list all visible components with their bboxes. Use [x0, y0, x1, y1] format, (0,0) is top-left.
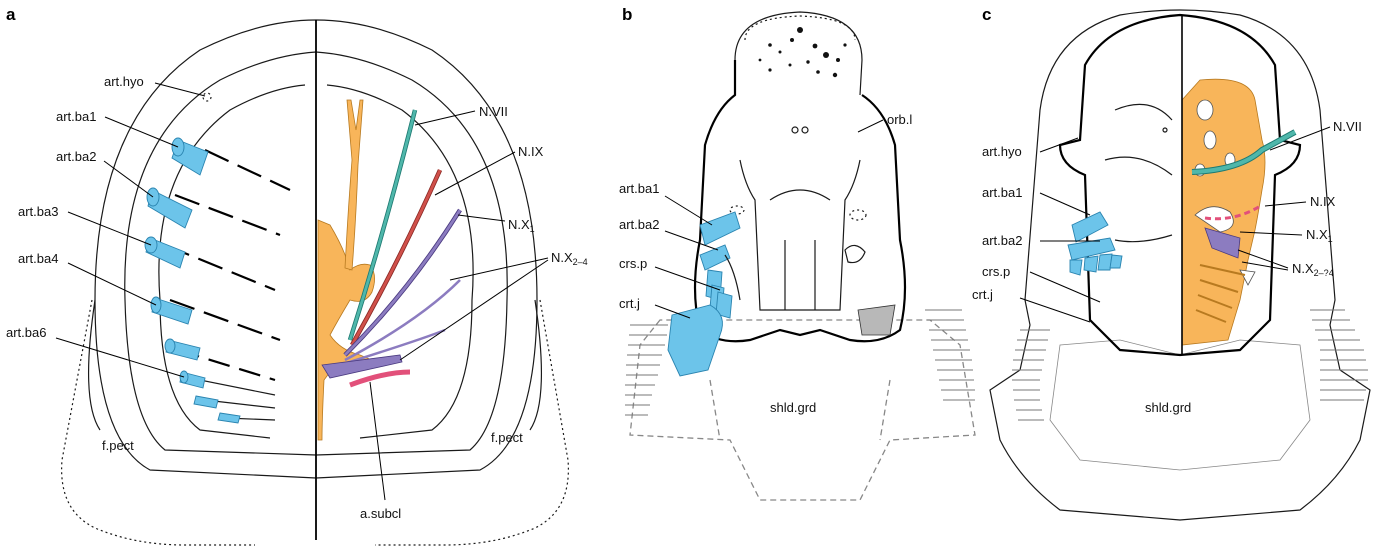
art-ba1-b: [700, 212, 740, 245]
panel-c-letter: c: [982, 5, 991, 24]
otic-right-b: [845, 245, 865, 262]
panel-c: c: [972, 5, 1370, 520]
a-subclavia: [350, 372, 410, 385]
label-art-ba1-a: art.ba1: [56, 109, 96, 124]
leader-orb-l: [858, 120, 883, 132]
label-shld-grd-b: shld.grd: [770, 400, 816, 415]
jaw-grey-b: [858, 305, 895, 335]
label-f-pect-left: f.pect: [102, 438, 134, 453]
label-art-ba1-c: art.ba1: [982, 185, 1022, 200]
leader-n-ix-c: [1265, 202, 1306, 206]
label-shld-grd-c: shld.grd: [1145, 400, 1191, 415]
label-art-hyo-c: art.hyo: [982, 144, 1022, 159]
leader-art-ba4-a: [68, 263, 156, 305]
otic-left-dotted-b: [850, 210, 866, 220]
art-hyo-marker: [203, 93, 211, 101]
label-n-x24-a: N.X2–4: [551, 250, 588, 267]
label-n-ix-a: N.IX: [518, 144, 544, 159]
leader-n-x1-a: [458, 215, 505, 221]
label-art-ba2-a: art.ba2: [56, 149, 96, 164]
snout-pores-b: [759, 27, 847, 77]
label-art-ba6-a: art.ba6: [6, 325, 46, 340]
label-crs-p-c: crs.p: [982, 264, 1010, 279]
panel-b-letter: b: [622, 5, 632, 24]
panel-b: b: [619, 5, 975, 500]
label-art-ba1-b: art.ba1: [619, 181, 659, 196]
panel-a-letter: a: [6, 5, 16, 24]
leader-art-ba1-a: [105, 117, 178, 147]
label-n-vii-a: N.VII: [479, 104, 508, 119]
label-f-pect-right: f.pect: [491, 430, 523, 445]
skull-detail-left-c: [1105, 104, 1172, 241]
label-a-subcl: a.subcl: [360, 506, 401, 521]
leader-art-ba3-a: [68, 212, 151, 245]
leader-art-hyo: [155, 83, 205, 96]
label-crt-j-b: crt.j: [619, 296, 640, 311]
label-n-x24-c: N.X2–?4: [1292, 261, 1334, 278]
label-n-x1-c: N.X1: [1306, 227, 1333, 244]
nerve-orange-trunk: [345, 100, 363, 270]
leader-art-ba1-c: [1040, 193, 1090, 215]
label-art-hyo: art.hyo: [104, 74, 144, 89]
label-crs-p-b: crs.p: [619, 256, 647, 271]
label-art-ba3-a: art.ba3: [18, 204, 58, 219]
branchial-arteries-a: [145, 93, 240, 423]
label-crt-j-c: crt.j: [972, 287, 993, 302]
branchial-arteries-c: [1068, 212, 1122, 275]
leader-n-x24-a1: [450, 258, 548, 280]
art-ba1-c: [1072, 212, 1108, 242]
label-art-ba4-a: art.ba4: [18, 251, 58, 266]
crt-j-b: [668, 305, 722, 376]
leader-n-vii-a: [415, 111, 475, 125]
skull-ridges-b: [785, 240, 815, 310]
panel-a: a: [6, 5, 588, 545]
label-orb-l: orb.l: [887, 112, 912, 127]
branchial-arteries-b: [668, 212, 740, 376]
leader-crt-j-c: [1020, 298, 1090, 322]
leader-a-subcl: [370, 382, 385, 500]
label-n-vii-c: N.VII: [1333, 119, 1362, 134]
label-art-ba2-c: art.ba2: [982, 233, 1022, 248]
skull-outline-c: [1060, 15, 1300, 355]
label-art-ba2-b: art.ba2: [619, 217, 659, 232]
label-n-ix-c: N.IX: [1310, 194, 1336, 209]
skull-inner-b: [740, 160, 860, 310]
pectoral-fin-right-base: [530, 300, 541, 430]
snout-b: [735, 12, 862, 95]
leader-n-ix-a: [435, 152, 515, 195]
leader-art-hyo-c: [1040, 138, 1078, 152]
leader-art-ba1-b: [665, 196, 712, 225]
skull-cross-b: [770, 190, 830, 200]
